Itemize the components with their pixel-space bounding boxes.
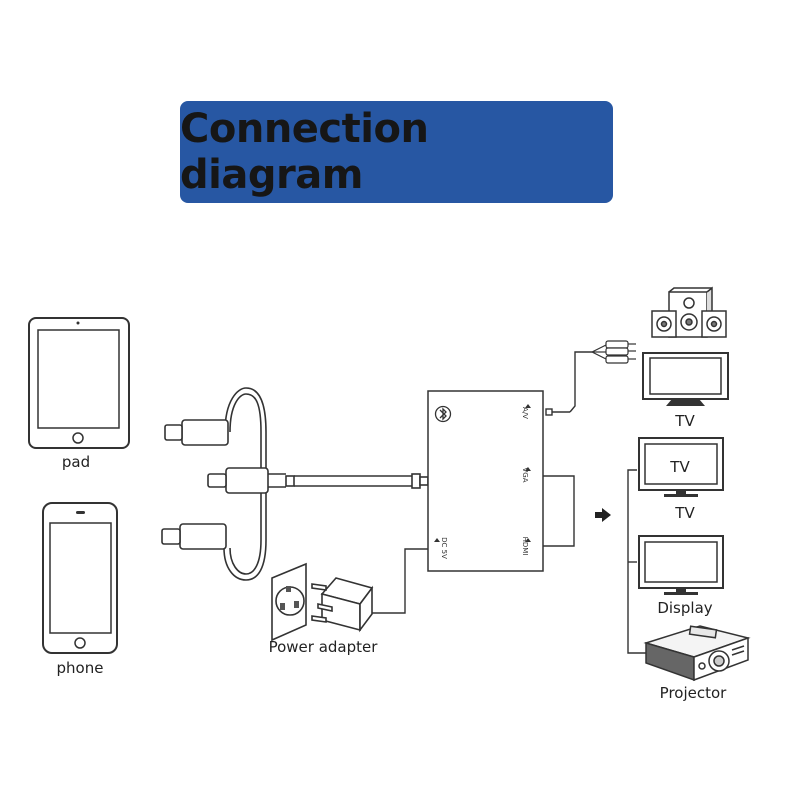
dc-port-label: DC 5V [440, 537, 448, 559]
display-icon [638, 535, 724, 595]
tv-middle-icon [638, 437, 724, 497]
av-port-label: A/V [521, 407, 529, 419]
video-wire-bracket [543, 475, 575, 547]
wall-socket-icon [271, 562, 307, 642]
vga-port-marker [525, 467, 531, 471]
tv-middle-label: TV [674, 504, 695, 522]
power-plug-icon [311, 577, 374, 633]
three-in-one-cable [161, 387, 429, 581]
power-wire [370, 548, 428, 614]
tv-screen-label: TV [669, 458, 690, 476]
hdmi-port-label: HDMI [521, 537, 529, 556]
projector-label: Projector [660, 684, 727, 702]
tv-top-label: TV [674, 412, 695, 430]
arrow-right-icon [595, 508, 611, 522]
display-label: Display [657, 599, 712, 617]
pad-label: pad [62, 453, 90, 471]
hdmi-port-marker [525, 538, 531, 542]
tv-top-icon [642, 352, 729, 406]
av-wire [569, 351, 592, 413]
tablet-icon [28, 317, 130, 449]
power-adapter-label: Power adapter [269, 638, 379, 656]
bluetooth-icon [434, 405, 452, 423]
av-jack [545, 408, 553, 416]
speakers-icon [651, 286, 727, 338]
phone-icon [42, 502, 118, 654]
dc-port-marker [434, 538, 440, 542]
diagram-title: Connection diagram [180, 106, 429, 198]
rca-plugs [591, 340, 636, 364]
vga-port-label: VGA [521, 467, 529, 482]
title-banner: Connection diagram [180, 101, 613, 203]
av-port-marker [525, 404, 531, 408]
phone-label: phone [57, 659, 104, 677]
projector-icon [643, 625, 751, 682]
